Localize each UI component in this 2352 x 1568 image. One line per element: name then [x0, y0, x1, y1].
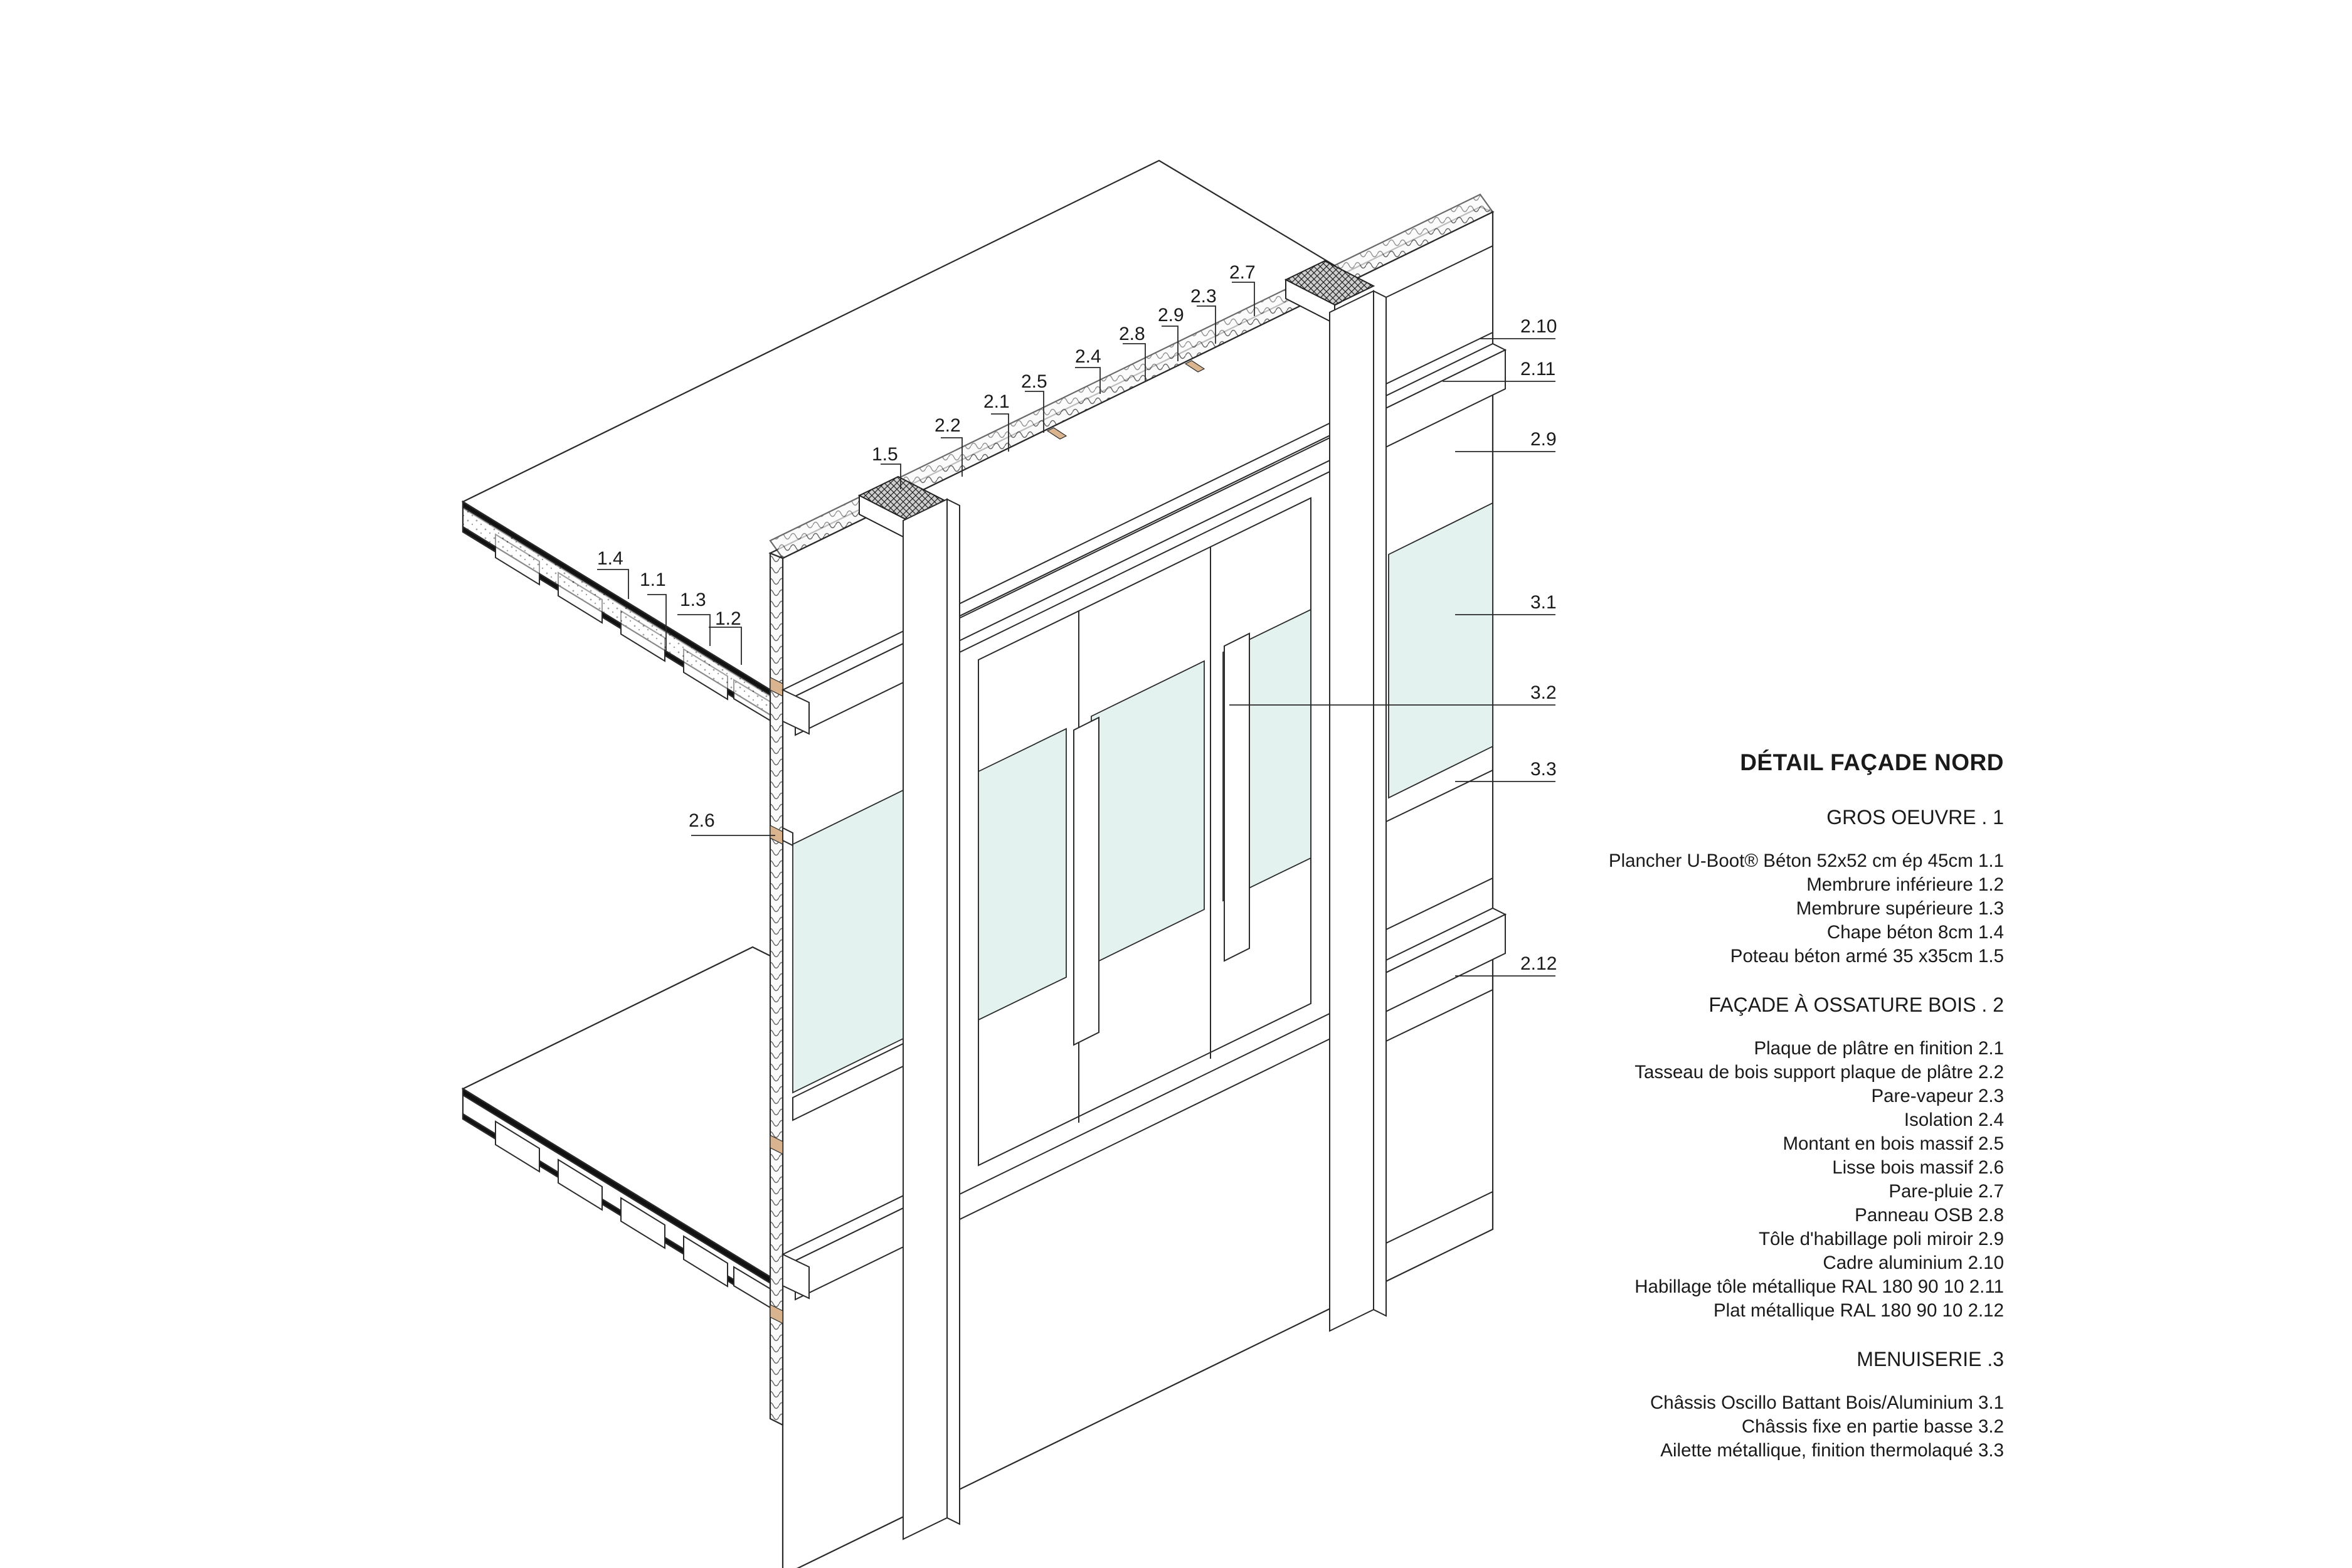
legend-title: DÉTAIL FAÇADE NORD — [1740, 750, 2004, 775]
legend-item: Plaque de plâtre en finition 2.1 — [1754, 1038, 2004, 1059]
callout-2-11: 2.11 — [1520, 359, 1555, 379]
callout-2-1: 2.1 — [983, 391, 1010, 412]
callout-2-10: 2.10 — [1520, 316, 1557, 337]
legend-item: Panneau OSB 2.8 — [1855, 1205, 2004, 1226]
upper-floor-slab — [461, 159, 1488, 729]
legend-item: Plancher U-Boot® Béton 52x52 cm ép 45cm … — [1608, 850, 2004, 871]
legend-item: Tôle d'habillage poli miroir 2.9 — [1759, 1229, 2004, 1249]
callout-1-1: 1.1 — [640, 569, 666, 590]
legend-item: Montant en bois massif 2.5 — [1783, 1133, 2004, 1154]
callout-3-2: 3.2 — [1530, 682, 1557, 703]
callout-2-3: 2.3 — [1190, 286, 1217, 307]
legend-item: Chape béton 8cm 1.4 — [1826, 922, 2004, 943]
callout-2-2: 2.2 — [935, 415, 961, 436]
callout-2-6: 2.6 — [689, 810, 715, 831]
legend-item: Isolation 2.4 — [1904, 1110, 2004, 1130]
legend: DÉTAIL FAÇADE NORD GROS OEUVRE . 1 Planc… — [1314, 750, 2004, 1488]
legend-item: Habillage tôle métallique RAL 180 90 10 … — [1634, 1276, 2004, 1297]
callout-1-4: 1.4 — [597, 548, 623, 569]
legend-item: Membrure supérieure 1.3 — [1796, 898, 2004, 919]
callout-1-5: 1.5 — [872, 444, 898, 465]
legend-item: Pare-vapeur 2.3 — [1871, 1086, 2004, 1106]
legend-item: Lisse bois massif 2.6 — [1832, 1157, 2004, 1178]
metal-fins — [1073, 632, 1250, 1046]
callout-2-12: 2.12 — [1520, 953, 1557, 974]
legend-item: Ailette métallique, finition thermolaqué… — [1660, 1440, 2004, 1461]
callout-2-9-right: 2.9 — [1530, 429, 1557, 450]
callout-2-7: 2.7 — [1229, 262, 1256, 283]
callout-1-2: 1.2 — [715, 608, 741, 629]
callout-3-3: 3.3 — [1530, 759, 1557, 780]
callout-2-5: 2.5 — [1021, 371, 1047, 392]
callout-labels: 1.4 1.1 1.3 1.2 1.5 2.2 2.1 2.5 2.4 2.8 … — [597, 262, 1557, 974]
section-items-facade: Plaque de plâtre en finition 2.1 Tasseau… — [1314, 1037, 2004, 1323]
callout-3-1: 3.1 — [1530, 592, 1557, 613]
lower-floor-slab — [461, 946, 784, 1316]
section-title-facade: FAÇADE À OSSATURE BOIS . 2 — [1708, 993, 2004, 1016]
right-panels — [1385, 245, 1493, 1244]
section-items-menuiserie: Châssis Oscillo Battant Bois/Aluminium 3… — [1314, 1391, 2004, 1463]
legend-item: Cadre aluminium 2.10 — [1823, 1253, 2004, 1273]
legend-item: Plat métallique RAL 180 90 10 2.12 — [1713, 1300, 2004, 1321]
legend-item: Pare-pluie 2.7 — [1888, 1181, 2004, 1202]
section-title-menuiserie: MENUISERIE .3 — [1857, 1348, 2004, 1370]
legend-item: Châssis Oscillo Battant Bois/Aluminium 3… — [1650, 1392, 2004, 1413]
section-items-gros-oeuvre: Plancher U-Boot® Béton 52x52 cm ép 45cm … — [1314, 849, 2004, 968]
left-wall-elements — [782, 689, 904, 1300]
callout-leaders — [597, 282, 1555, 977]
legend-item: Châssis fixe en partie basse 3.2 — [1741, 1416, 2004, 1437]
callout-1-3: 1.3 — [680, 590, 706, 610]
callout-2-4: 2.4 — [1075, 346, 1101, 367]
legend-item: Membrure inférieure 1.2 — [1806, 874, 2004, 895]
section-title-gros-oeuvre: GROS OEUVRE . 1 — [1826, 806, 2004, 829]
facade-pilasters — [903, 290, 1387, 1540]
callout-2-9-top: 2.9 — [1158, 305, 1184, 326]
callout-2-8: 2.8 — [1119, 324, 1145, 344]
legend-item: Tasseau de bois support plaque de plâtre… — [1634, 1062, 2004, 1083]
legend-item: Poteau béton armé 35 x35cm 1.5 — [1730, 946, 2004, 967]
